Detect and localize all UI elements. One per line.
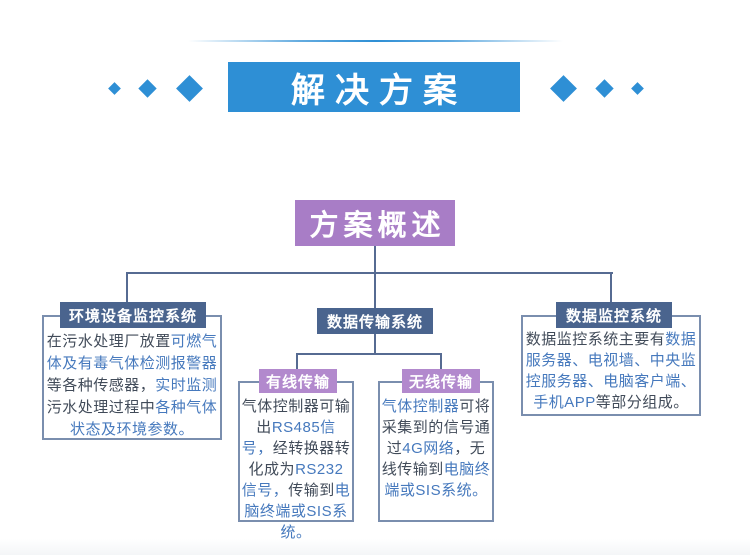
subbranch-box-wired bbox=[238, 381, 354, 522]
connector-line bbox=[126, 272, 613, 274]
subbranch-header-text: 有线传输 bbox=[265, 373, 330, 391]
page-bottom-fade bbox=[0, 539, 750, 555]
branch-header-text: 数据监控系统 bbox=[565, 307, 662, 325]
branch-header-environment-monitoring: 环境设备监控系统 bbox=[60, 302, 206, 328]
subbranch-box-wireless bbox=[378, 381, 494, 522]
branch-header-data-monitoring: 数据监控系统 bbox=[556, 302, 672, 328]
connector-line bbox=[374, 246, 376, 273]
connector-line bbox=[374, 334, 376, 354]
subbranch-body-wired: 气体控制器可输出RS485信号，经转换器转化成为RS232信号，传输到电脑终端或… bbox=[241, 398, 351, 541]
branch-header-text: 环境设备监控系统 bbox=[68, 307, 197, 325]
connector-line bbox=[374, 272, 376, 309]
branch-body-data-monitoring: 数据监控系统主要有数据服务器、电视墙、中央监控服务器、电脑客户端、手机APP等部… bbox=[525, 331, 697, 411]
overview-title-text: 方案概述 bbox=[309, 210, 446, 242]
subbranch-body-wireless: 气体控制器可将采集到的信号通过4G网络，无线传输到电脑终端或SIS系统。 bbox=[381, 398, 491, 499]
section-title-text: 解决方案 bbox=[291, 71, 467, 110]
branch-body-environment-monitoring: 在污水处理厂放置可燃气体及有毒气体检测报警器等各种传感器，实时监测污水处理过程中… bbox=[46, 333, 218, 438]
diamond-icon bbox=[138, 79, 157, 98]
subbranch-header-wired: 有线传输 bbox=[259, 369, 337, 393]
branch-box-data-monitoring bbox=[521, 315, 701, 416]
connector-line bbox=[440, 353, 442, 370]
connector-line bbox=[296, 353, 442, 355]
subbranch-header-text: 无线传输 bbox=[408, 373, 473, 391]
diamond-icon bbox=[108, 82, 121, 95]
section-title-banner: 解决方案 bbox=[228, 62, 520, 112]
divider-gradient-line bbox=[188, 40, 563, 42]
subbranch-header-wireless: 无线传输 bbox=[402, 369, 480, 393]
diamond-icon bbox=[595, 79, 614, 98]
connector-line bbox=[610, 272, 612, 304]
diamond-icon bbox=[631, 82, 644, 95]
connector-line bbox=[126, 272, 128, 304]
branch-header-text: 数据传输系统 bbox=[326, 313, 423, 331]
connector-line bbox=[296, 353, 298, 370]
diamond-icon bbox=[176, 75, 203, 102]
branch-header-data-transmission: 数据传输系统 bbox=[317, 308, 433, 334]
diamond-icon bbox=[550, 75, 577, 102]
overview-title-box: 方案概述 bbox=[295, 200, 455, 246]
